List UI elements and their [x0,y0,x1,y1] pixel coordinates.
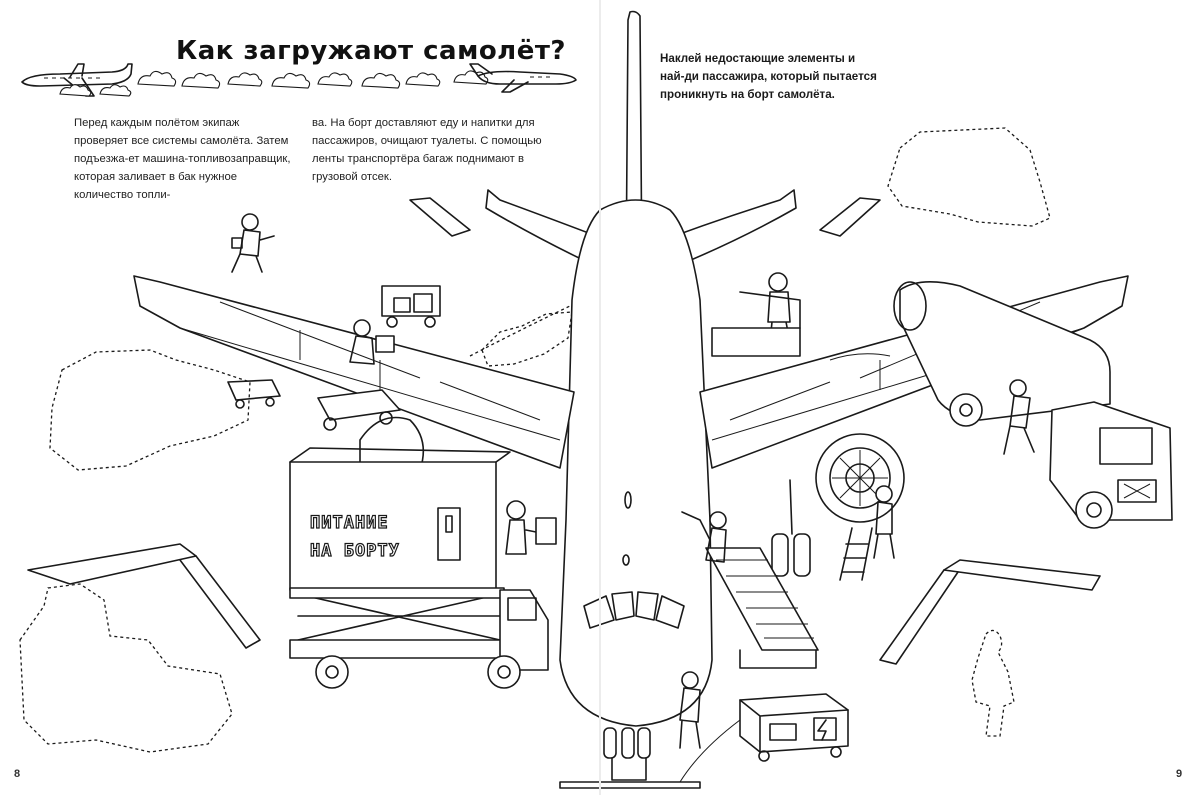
engine-mechanic [839,485,895,581]
baggage-cart [349,285,441,365]
technician-on-lift [711,272,801,357]
sticker-outline-passenger [971,629,1015,737]
catering-sign-line2: НА БОРТУ [310,541,400,561]
sticker-outline-tractor [19,583,233,753]
intro-text-col2: ва. На борт доставляют еду и напитки для… [312,117,542,183]
page-title: Как загружают самолёт? [176,36,567,66]
sticker-outline-hill [469,305,571,357]
header-clouds [59,70,489,97]
engineer-with-clipboard [231,213,275,273]
page-number-right: 9 [1176,768,1183,780]
intro-text-col1: Перед каждым полётом экипаж проверяет вс… [74,117,291,201]
catering-sign-line1: ПИТАНИЕ [310,513,389,533]
sticker-outline-belt-loader [481,311,573,367]
air-stairs [681,511,819,669]
sticker-outline-truck-top [887,127,1051,227]
airplane [133,10,1129,789]
page-number-left: 8 [14,768,21,780]
catering-truck: ПИТАНИЕ НА БОРТУ [289,447,557,689]
task-instruction: Наклей недостающие элементы и най-ди пас… [660,52,877,101]
page-gutter [599,0,601,795]
header-jet-right [469,63,577,93]
taxiway-line-left [27,543,197,585]
sticker-outline-baggage-car [49,349,251,471]
ground-line-right [829,353,891,361]
ground-power-unit [679,671,849,783]
taxiway-line-right [943,559,1101,591]
lightning-icon [817,719,827,741]
fuel-truck [893,281,1173,529]
belt-loader [227,379,401,431]
